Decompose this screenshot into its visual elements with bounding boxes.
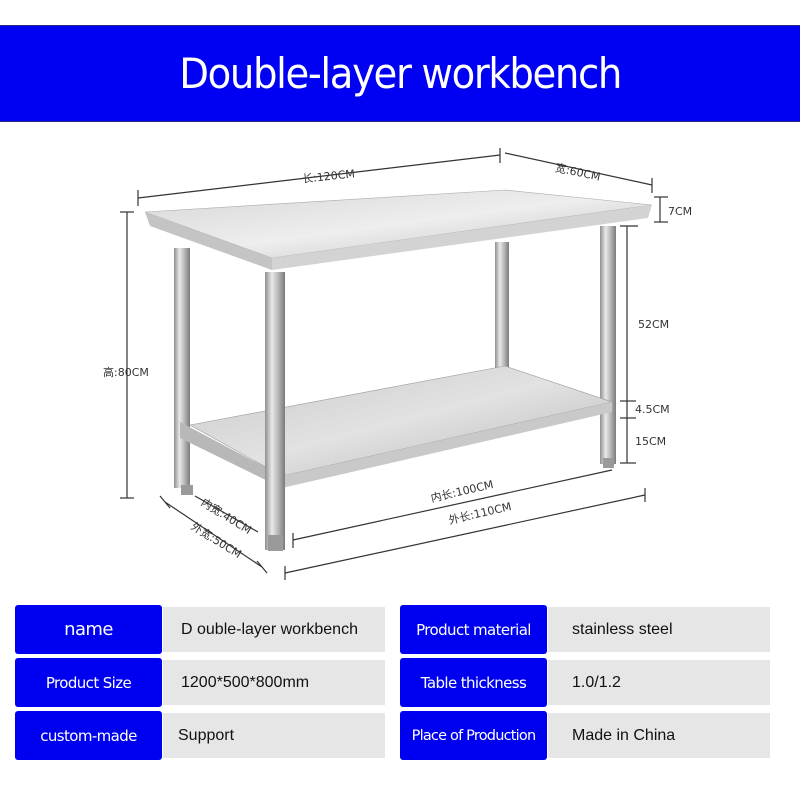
spec-value-table-thickness: 1.0/1.2 — [548, 660, 770, 705]
spec-value-product-size: 1200*500*800mm — [163, 660, 385, 705]
spec-label-custom-made: custom-made — [15, 711, 162, 760]
spec-label-table-thickness: Table thickness — [400, 658, 547, 707]
dimension-height: 高:80CM — [103, 366, 149, 379]
product-diagram: 长:120CM 宽:60CM 高:80CM 7CM 52CM 4.5CM 15C… — [0, 130, 800, 590]
spec-label-product-size: Product Size — [15, 658, 162, 707]
dimension-shelf-thickness: 4.5CM — [635, 403, 670, 416]
spec-value-place-of-production: Made in China — [548, 713, 770, 758]
spec-label-material: Product material — [400, 605, 547, 654]
spec-label-place-of-production: Place of Production — [400, 711, 547, 760]
spec-label-name: name — [15, 605, 162, 654]
dimension-top-thickness: 7CM — [668, 205, 693, 218]
page-title: Double-layer workbench — [179, 49, 622, 98]
spec-value-name: D ouble-layer workbench — [163, 607, 385, 652]
workbench-illustration — [120, 148, 668, 580]
dimension-leg-span: 52CM — [638, 318, 670, 331]
spec-value-custom-made: Support — [163, 713, 385, 758]
title-banner: Double-layer workbench — [0, 25, 800, 122]
dimension-foot-height: 15CM — [635, 435, 667, 448]
spec-value-material: stainless steel — [548, 607, 770, 652]
